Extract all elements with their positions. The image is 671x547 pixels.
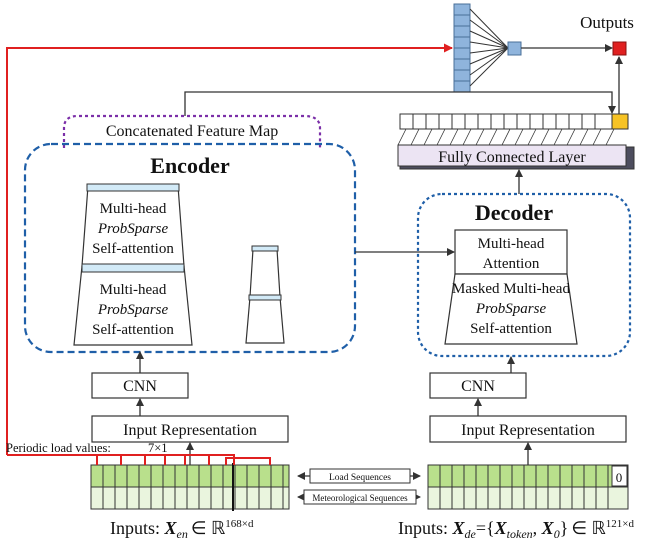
encoder-stack-2: Multi-head ProbSparse Self-attention [73,263,193,346]
encoder-input-grid [90,463,290,511]
hidden-neuron [507,41,522,56]
feature-map-row [397,113,629,146]
met-sequences-link: Meteorological Sequences [297,489,421,505]
encoder-input-rep-label: Input Representation [123,422,257,439]
periodic-dims: 7×1 [148,441,168,455]
fc-label: Fully Connected Layer [438,149,586,166]
concatenated-feature-map: Concatenated Feature Map [62,91,616,148]
decoder-title: Decoder [475,200,553,225]
concat-label: Concatenated Feature Map [106,123,278,140]
load-seq-label: Load Sequences [329,473,391,483]
feature-output-cell [611,113,629,130]
decoder-masked-block: Masked Multi-head ProbSparse Self-attent… [444,273,578,345]
decoder-input-grid: 0 [427,464,629,510]
enc1-line1: Multi-head [100,201,167,217]
enc2-line1: Multi-head [100,282,167,298]
decoder-input-representation: Input Representation [429,415,627,443]
periodic-skip-connection [6,43,453,455]
encoder-input-representation: Input Representation [91,415,289,443]
dec-attn-line1: Multi-head [478,236,545,252]
encoder-cnn-label: CNN [123,378,157,395]
encoder-stack-1: Multi-head ProbSparse Self-attention [81,183,185,267]
met-seq-label: Meteorological Sequences [312,493,408,503]
decoder-zero-cell [611,465,628,487]
output-network: Outputs [453,3,634,114]
periodic-sampling-lines [7,454,271,465]
encoder: Encoder Multi-head ProbSparse Self-atten… [23,142,357,354]
decoder-attention-block: Multi-head Attention [454,229,568,275]
decoder-cnn-label: CNN [461,378,495,395]
dec-masked-line2: ProbSparse [475,301,547,317]
enc2-line3: Self-attention [92,322,174,338]
decoder: Decoder Multi-head Attention Masked Mult… [416,192,632,358]
dec-masked-line3: Self-attention [470,321,552,337]
enc1-line2: ProbSparse [97,221,169,237]
decoder-input-rep-label: Input Representation [461,422,595,439]
dec-masked-line1: Masked Multi-head [452,281,570,297]
enc1-line3: Self-attention [92,241,174,257]
periodic-label: Periodic load values: [6,441,111,455]
decoder-zero-text: 0 [616,470,623,485]
load-sequences-link: Load Sequences [297,468,421,484]
fully-connected-layer: Fully Connected Layer [397,144,635,170]
enc2-line2: ProbSparse [97,302,169,318]
encoder-input-caption: Inputs: Xen∈ ℝ168×d [110,518,254,541]
fc-neuron-column [453,3,471,93]
decoder-input-caption: Inputs: Xde={Xtoken, X0}∈ ℝ121×d [398,518,634,541]
outputs-label: Outputs [580,13,634,32]
encoder-title: Encoder [150,153,230,178]
dec-attn-line2: Attention [483,256,540,272]
encoder-distilled-stack [245,245,285,344]
output-neuron [612,41,627,56]
decoder-cnn: CNN [429,372,527,399]
encoder-cnn: CNN [91,372,189,399]
